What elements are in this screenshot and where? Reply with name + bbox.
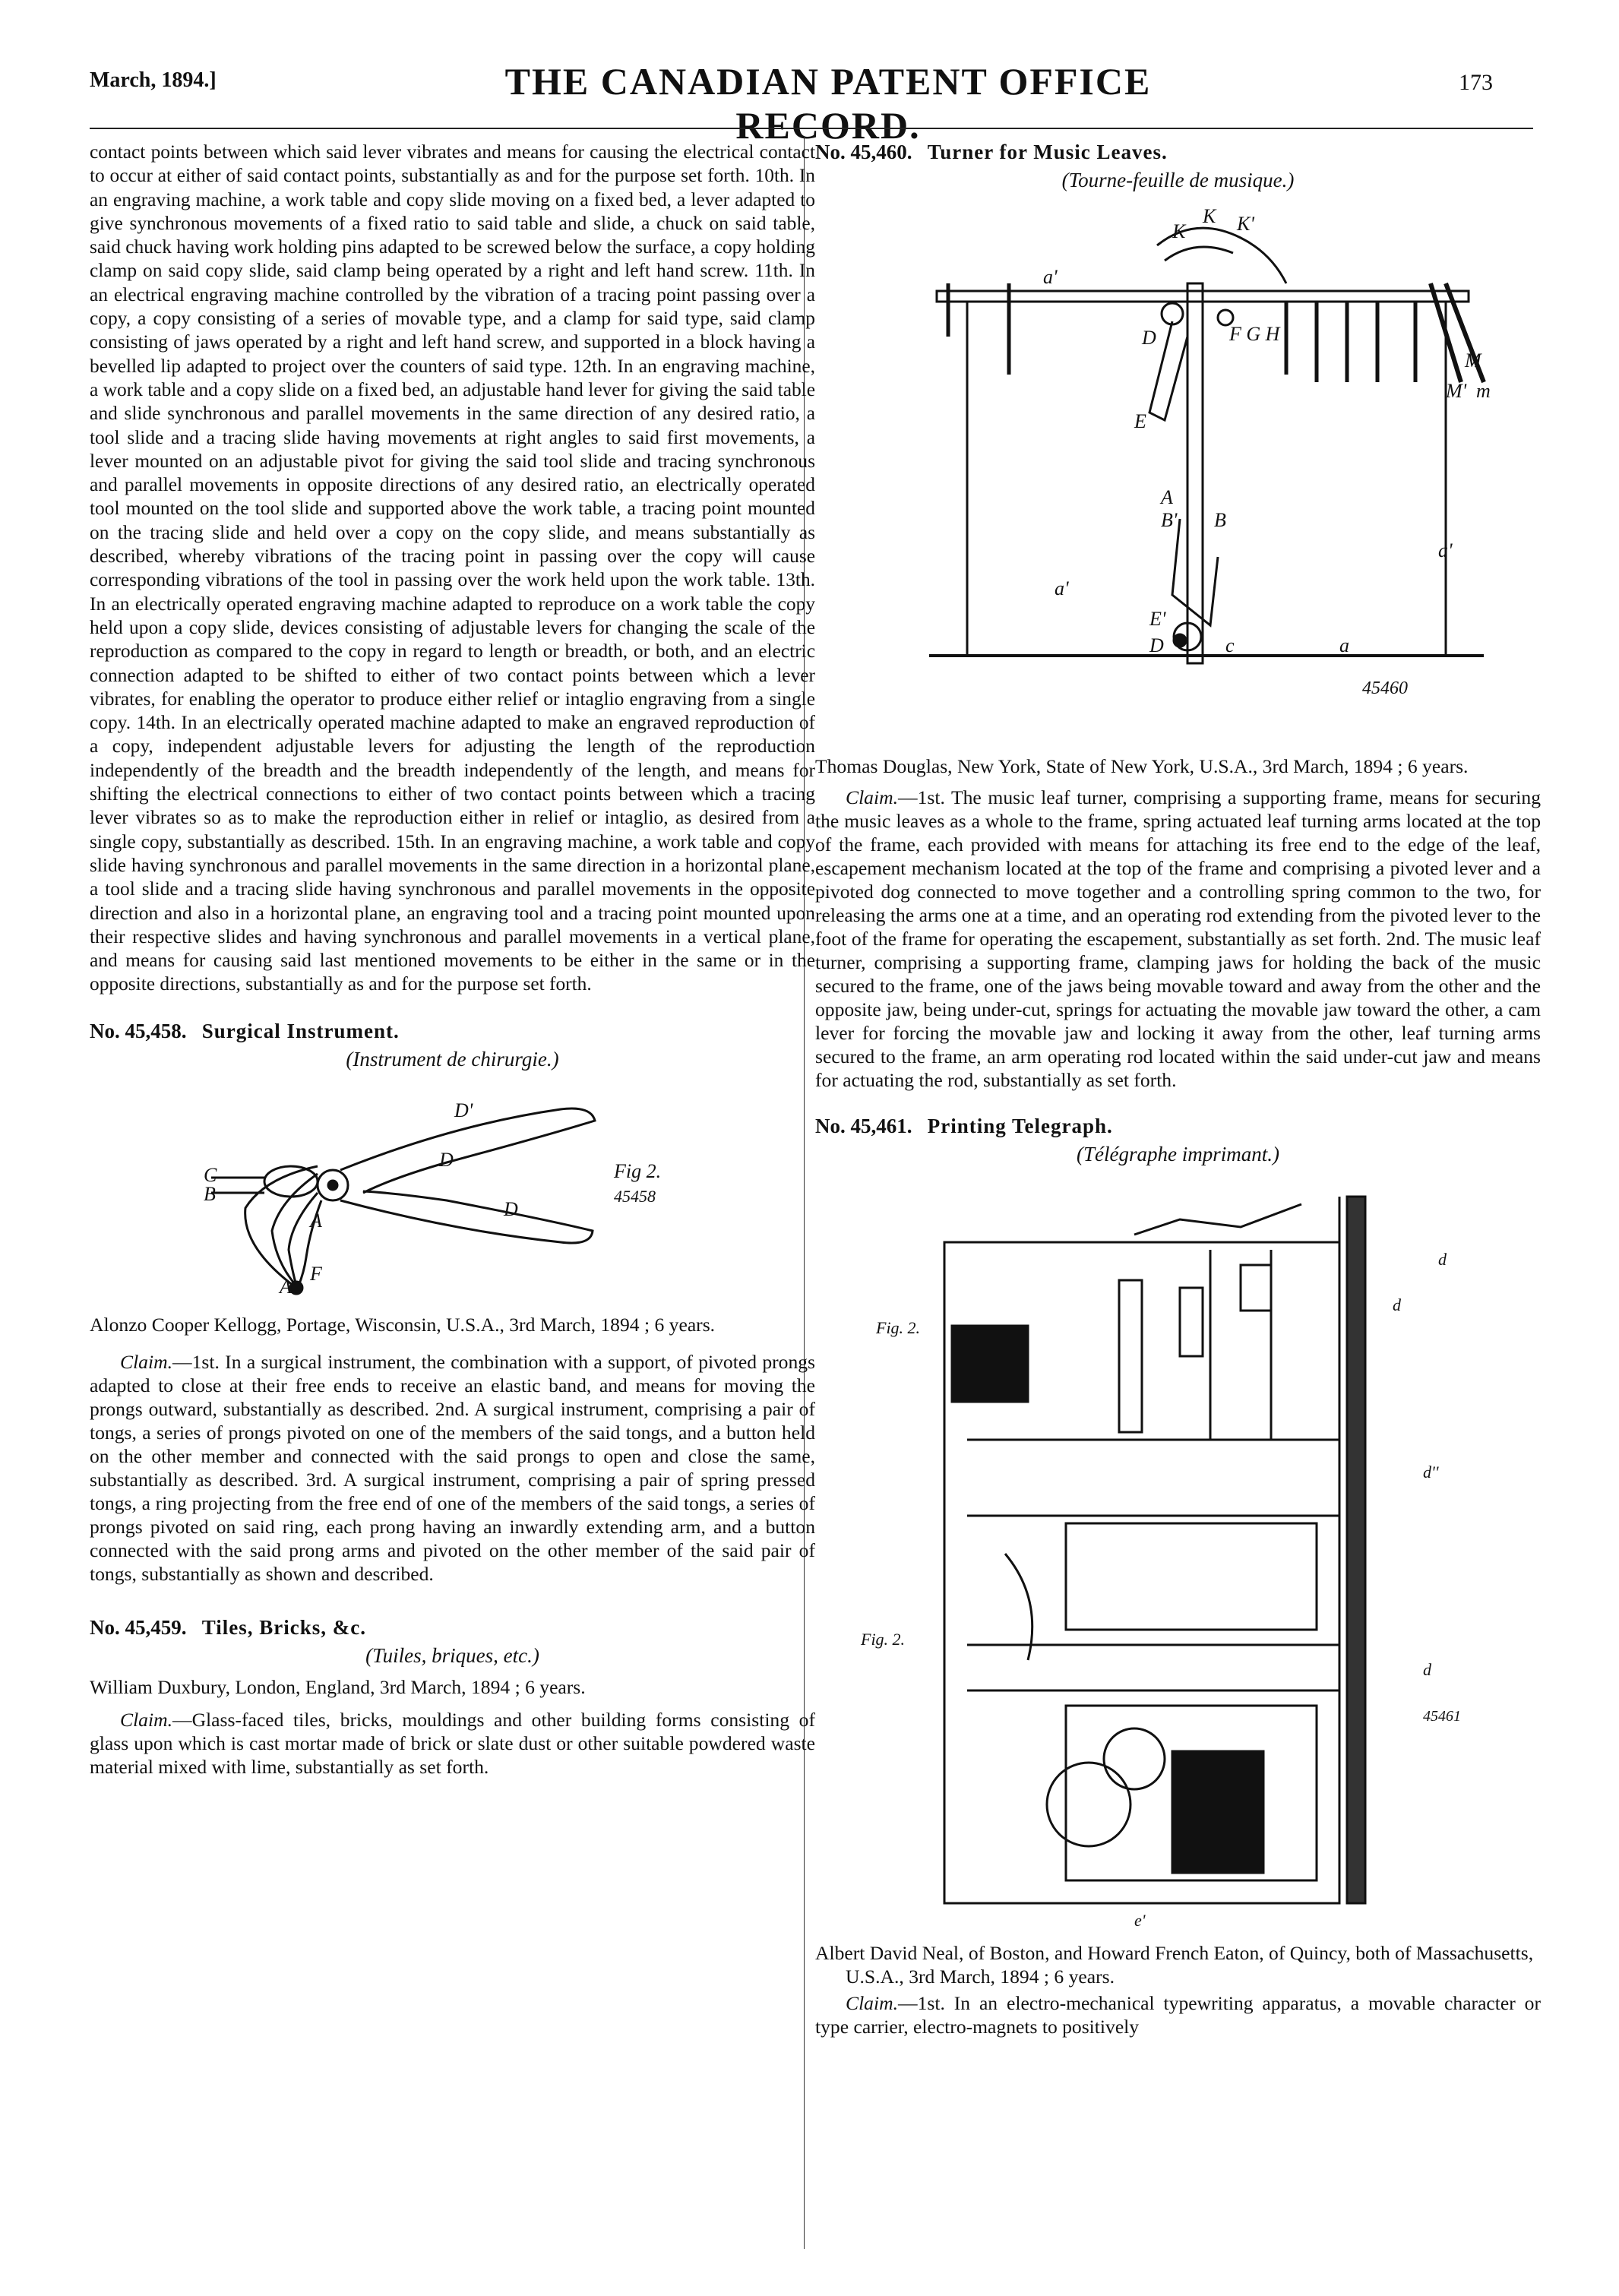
surgical-instrument-figure: D' D D C B A A' F Fig 2. 45458 xyxy=(204,1099,661,1298)
patent-subtitle: (Instrument de chirurgie.) xyxy=(346,1047,559,1071)
svg-text:D: D xyxy=(1149,634,1164,656)
music-leaf-turner-figure: a' K K K' D F G H E A B' B a' a' E' D c … xyxy=(929,205,1491,698)
page-header: March, 1894.] THE CANADIAN PATENT OFFICE… xyxy=(0,0,1619,152)
header-rule xyxy=(90,128,1533,129)
entry-heading: No. 45,459. Tiles, Bricks, &c. xyxy=(90,1616,815,1640)
svg-text:K: K xyxy=(1202,205,1217,227)
figure-number: 45461 xyxy=(1423,1708,1461,1725)
claim-body: —1st. The music leaf turner, comprising … xyxy=(815,786,1541,1091)
svg-text:D: D xyxy=(1141,327,1156,349)
svg-text:a: a xyxy=(1339,634,1349,656)
inventor-line: Thomas Douglas, New York, State of New Y… xyxy=(815,755,1469,777)
svg-text:e': e' xyxy=(1134,1911,1146,1930)
patent-name: Printing Telegraph. xyxy=(927,1115,1113,1137)
svg-text:Fig. 2.: Fig. 2. xyxy=(860,1630,905,1649)
claim-body: —Glass-faced tiles, bricks, mouldings an… xyxy=(90,1708,815,1778)
svg-text:D': D' xyxy=(454,1099,473,1121)
patent-name: Turner for Music Leaves. xyxy=(927,141,1168,163)
svg-text:d: d xyxy=(1438,1250,1447,1269)
entry-heading: No. 45,460. Turner for Music Leaves. xyxy=(815,141,1541,164)
entry-heading: No. 45,461. Printing Telegraph. xyxy=(815,1115,1541,1138)
figure-caption: Fig. 2. xyxy=(875,1318,920,1337)
svg-text:A: A xyxy=(1159,486,1173,508)
svg-text:K': K' xyxy=(1236,213,1254,235)
patent-subtitle: (Tuiles, briques, etc.) xyxy=(365,1643,539,1667)
patent-name: Surgical Instrument. xyxy=(201,1019,400,1042)
svg-text:M: M xyxy=(1464,349,1482,372)
svg-text:K: K xyxy=(1172,220,1187,242)
patent-number: No. 45,460. xyxy=(815,141,912,163)
page-number: 173 xyxy=(1459,70,1493,95)
svg-text:a': a' xyxy=(1043,266,1058,288)
svg-text:A: A xyxy=(308,1210,322,1232)
svg-text:C: C xyxy=(204,1164,217,1186)
svg-text:d: d xyxy=(1393,1295,1402,1314)
svg-text:D: D xyxy=(503,1198,518,1220)
claim-label: Claim. xyxy=(846,1992,898,2014)
publication-title: THE CANADIAN PATENT OFFICE RECORD. xyxy=(504,60,1152,147)
svg-text:D: D xyxy=(438,1149,454,1171)
patent-entry-45460: No. 45,460. Turner for Music Leaves. (To… xyxy=(815,141,1541,1092)
svg-text:B: B xyxy=(204,1183,216,1205)
patent-entry-45461: No. 45,461. Printing Telegraph. (Télégra… xyxy=(815,1115,1541,2038)
entry-heading: No. 45,458. Surgical Instrument. xyxy=(90,1020,815,1043)
patent-subtitle: (Télégraphe imprimant.) xyxy=(1077,1143,1279,1165)
svg-text:E': E' xyxy=(1149,608,1166,630)
patent-subtitle: (Tourne-feuille de musique.) xyxy=(1061,169,1295,191)
svg-text:c: c xyxy=(1225,634,1235,656)
inventor-line: Alonzo Cooper Kellogg, Portage, Wisconsi… xyxy=(90,1313,716,1336)
right-column: No. 45,460. Turner for Music Leaves. (To… xyxy=(815,141,1541,2038)
figure-number: 45460 xyxy=(1362,678,1408,698)
svg-text:B': B' xyxy=(1161,509,1178,531)
left-column: contact points between which said lever … xyxy=(90,141,815,1779)
patent-entry-45459: No. 45,459. Tiles, Bricks, &c. (Tuiles, … xyxy=(90,1616,815,1779)
inventor-line: William Duxbury, London, England, 3rd Ma… xyxy=(90,1675,586,1698)
svg-text:B: B xyxy=(1214,509,1226,531)
figure-caption: Fig 2. xyxy=(613,1160,661,1182)
issue-date: March, 1894.] xyxy=(90,68,217,92)
claim-text: Claim.—1st. The music leaf turner, compr… xyxy=(815,786,1541,1092)
svg-text:F: F xyxy=(309,1263,323,1285)
claim-label: Claim. xyxy=(120,1350,172,1373)
figure-number: 45458 xyxy=(614,1187,656,1206)
patent-number: No. 45,459. xyxy=(90,1615,187,1639)
claim-label: Claim. xyxy=(120,1708,172,1731)
svg-text:m: m xyxy=(1476,380,1491,402)
continuation-claims: contact points between which said lever … xyxy=(90,141,815,995)
claim-body: —1st. In an electro-mechanical typewriti… xyxy=(815,1992,1541,2038)
printing-telegraph-figure: Fig. 2. Fig. 2. d d d'' d e' 45461 xyxy=(860,1195,1461,1930)
svg-text:E: E xyxy=(1134,410,1146,432)
claim-body: —1st. In a surgical instrument, the comb… xyxy=(90,1350,815,1585)
svg-text:F G H: F G H xyxy=(1228,323,1281,345)
svg-text:d: d xyxy=(1423,1660,1432,1679)
inventor-line: Albert David Neal, of Boston, and Howard… xyxy=(815,1942,1534,1988)
svg-text:M': M' xyxy=(1445,380,1467,402)
svg-text:A': A' xyxy=(278,1276,296,1298)
column-divider xyxy=(804,137,805,2249)
claim-text: Claim.—Glass-faced tiles, bricks, mouldi… xyxy=(90,1708,815,1779)
svg-text:a': a' xyxy=(1438,539,1453,561)
svg-text:a': a' xyxy=(1055,577,1069,599)
patent-number: No. 45,461. xyxy=(815,1115,912,1137)
svg-text:d'': d'' xyxy=(1423,1463,1439,1482)
patent-number: No. 45,458. xyxy=(90,1019,187,1042)
patent-name: Tiles, Bricks, &c. xyxy=(201,1615,366,1639)
patent-entry-45458: No. 45,458. Surgical Instrument. (Instru… xyxy=(90,1020,815,1586)
claim-text: Claim.—1st. In a surgical instrument, th… xyxy=(90,1350,815,1586)
claim-text: Claim.—1st. In an electro-mechanical typ… xyxy=(815,1991,1541,2038)
claim-label: Claim. xyxy=(846,786,898,808)
